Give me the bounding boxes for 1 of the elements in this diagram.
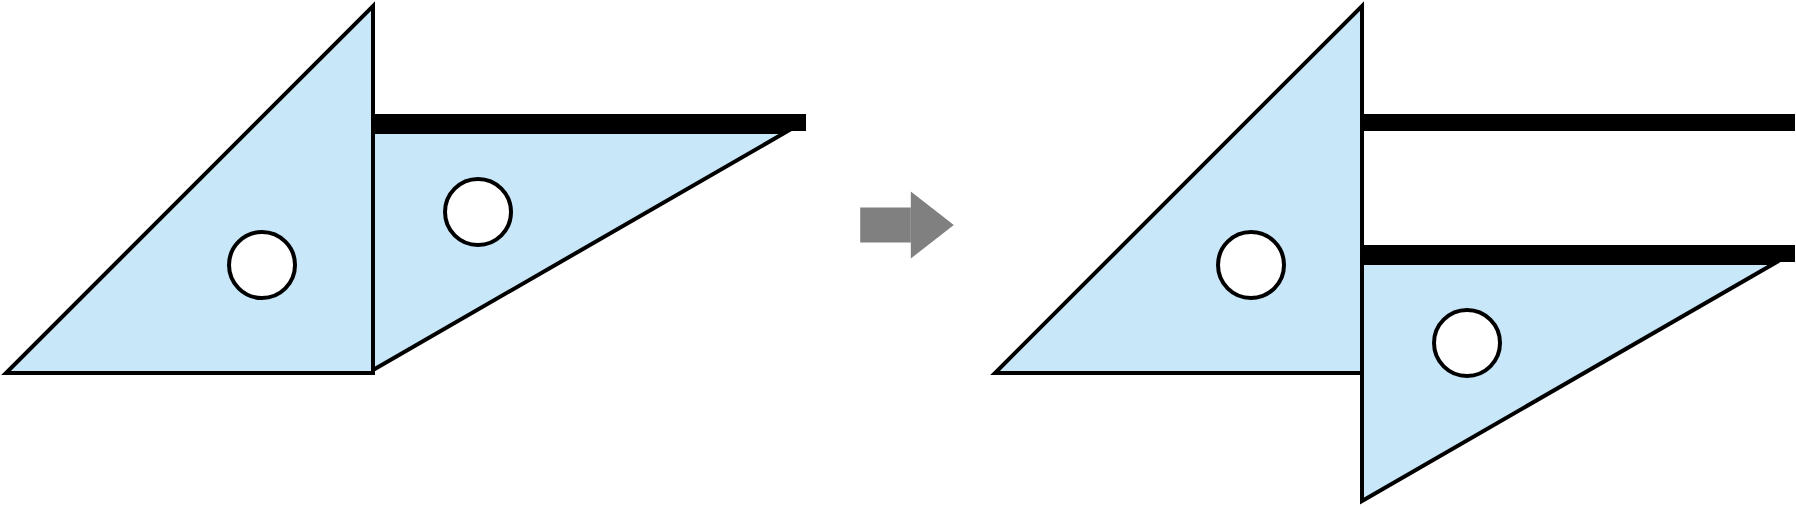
block-arrow — [860, 191, 954, 259]
